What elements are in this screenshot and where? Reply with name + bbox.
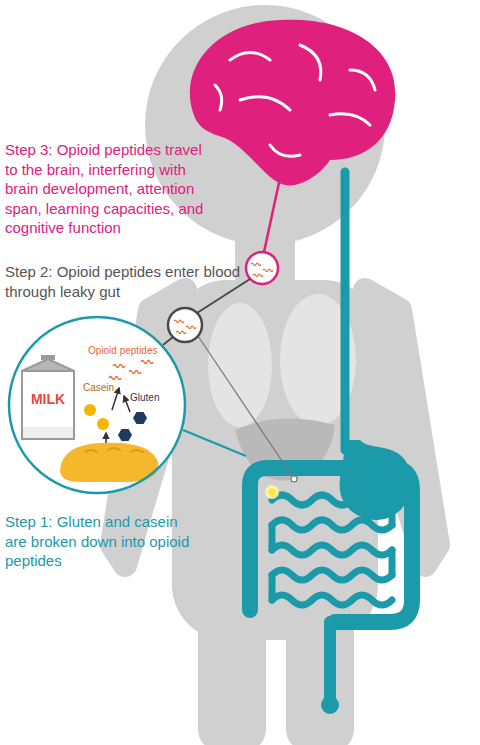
callout-circle: Opioid peptidesCaseinGluten MILK [7,315,187,495]
gut-wall-circle [168,308,202,342]
callout-ground [9,317,185,493]
milk-carton: MILK [19,355,77,441]
peptide-squiggle [251,263,261,266]
brain-leader [264,178,280,252]
stomach [340,440,412,520]
rectum [324,622,336,700]
carton-band [23,427,73,438]
peptide-squiggle [253,274,263,277]
milk-label: MILK [31,391,65,408]
peptide-squiggle [176,331,186,334]
blood-leader [197,279,250,313]
carton-body [22,371,74,439]
bread-crust [85,448,143,452]
esophagus [341,172,350,450]
casein-dot [84,404,96,416]
peptide-squiggle [186,326,196,329]
gluten-hexagon [133,412,147,424]
rectum-end [321,696,339,714]
blood-leader [163,337,173,345]
callout-leader [183,430,246,456]
callout-ring [9,317,185,493]
peptide-squiggle [109,377,121,380]
brain [190,20,396,186]
peptide-squiggle [141,361,153,364]
peptide-squiggle [263,269,273,272]
bread [60,443,158,482]
carton-gable [22,359,74,371]
peptide-squiggle [129,371,141,374]
step-note: Step 1: Gluten and casein are broken dow… [5,512,200,571]
peptide-squiggle [174,320,184,323]
carton-cap [41,355,55,360]
step-note: Step 3: Opioid peptides travel to the br… [5,140,217,238]
gut-leader-end [291,476,297,482]
breakdown-arrows [106,388,130,443]
step-note: Step 2: Opioid peptides enter blood thro… [5,262,245,301]
gluten-label: Gluten [130,392,159,404]
gut-spot [269,489,276,496]
right-arm [365,290,438,565]
blood-circle [246,252,278,284]
brain-folds [215,45,375,156]
peptide-label: Opioid peptides [88,345,158,357]
casein-dot [97,418,109,430]
gluten-hexagon [118,429,132,441]
gut-spot-glow [265,485,279,499]
right-leg [286,590,354,745]
peptide-squiggle [113,365,125,368]
casein-label: Casein [83,382,114,394]
